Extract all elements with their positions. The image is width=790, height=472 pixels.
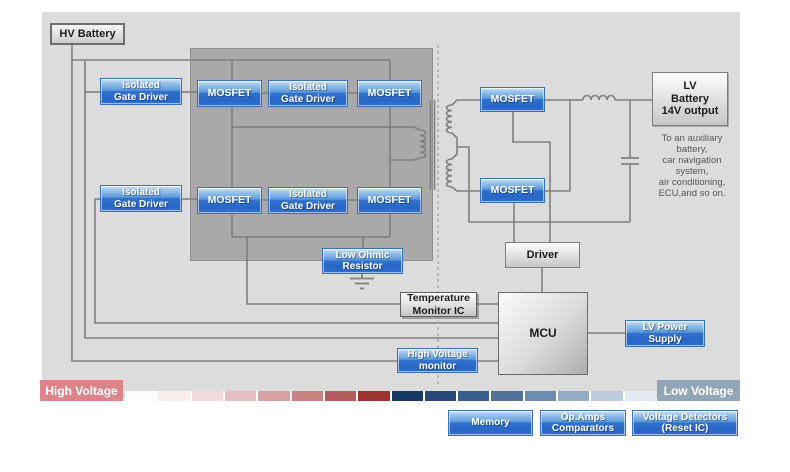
tmic-label-2: Monitor IC [412, 304, 465, 317]
lv-battery-label-3: 14V output [661, 105, 719, 118]
high-voltage-label: High Voltage [40, 380, 123, 401]
isolated-gate-driver-button-2[interactable]: Isolated Gate Driver [100, 185, 182, 212]
isolated-gate-driver-button-3[interactable]: Isolated Gate Driver [268, 80, 348, 107]
driver-label: Driver [526, 248, 559, 261]
mosfet-button-6[interactable]: MOSFET [480, 178, 545, 203]
voltage-scale-segment [424, 391, 457, 401]
mosfet-button-3[interactable]: MOSFET [197, 187, 262, 214]
mosfet-button-2[interactable]: MOSFET [357, 80, 422, 107]
mcu-label: MCU [529, 325, 557, 340]
lv-battery-box: LV Battery 14V output [652, 72, 728, 126]
isolated-gate-driver-button-1[interactable]: Isolated Gate Driver [100, 78, 182, 105]
voltage-scale-segment [158, 391, 190, 401]
voltage-scale-segment [224, 391, 257, 401]
voltage-scale-segment [558, 391, 590, 401]
voltage-scale-segment [358, 391, 390, 401]
low-ohmic-resistor-button[interactable]: Low Ohmic Resistor [322, 248, 403, 274]
high-voltage-monitor-button[interactable]: High Voltage monitor [397, 348, 478, 373]
mosfet-button-5[interactable]: MOSFET [480, 87, 545, 112]
igd-label-1: Isolated [122, 80, 160, 92]
low-voltage-label: Low Voltage [657, 380, 740, 401]
voltage-scale-segment [458, 391, 490, 401]
lv-power-supply-button[interactable]: LV Power Supply [625, 320, 705, 347]
hv-battery-box: HV Battery [50, 23, 125, 45]
hv-battery-label: HV Battery [59, 27, 116, 40]
lv-battery-label-1: LV [683, 80, 697, 93]
memory-button[interactable]: Memory [448, 410, 533, 436]
mosfet-button-4[interactable]: MOSFET [357, 187, 422, 214]
voltage-scale-segment [125, 391, 157, 401]
temperature-monitor-ic-box: Temperature Monitor IC [400, 292, 477, 317]
voltage-scale-segment [258, 391, 290, 401]
isolated-gate-driver-button-4[interactable]: Isolated Gate Driver [268, 187, 348, 214]
voltage-scale-segment [291, 391, 323, 401]
voltage-scale-red [125, 391, 390, 401]
lv-battery-label-2: Battery [671, 92, 709, 105]
voltage-scale-segment [324, 391, 357, 401]
voltage-scale-segment [624, 391, 656, 401]
mcu-box: MCU [498, 292, 588, 375]
voltage-scale-bar [125, 391, 656, 401]
auxiliary-loads-note: To an auxiliary battery, car navigation … [658, 133, 726, 199]
voltage-scale-segment [591, 391, 623, 401]
driver-box: Driver [505, 242, 580, 268]
igd-label-2: Gate Driver [114, 91, 168, 103]
voltage-scale-segment [524, 391, 557, 401]
tmic-label-1: Temperature [407, 292, 470, 305]
voltage-detectors-button[interactable]: Voltage Detectors (Reset IC) [632, 410, 738, 436]
voltage-scale-blue [391, 391, 656, 401]
voltage-scale-segment [191, 391, 223, 401]
voltage-scale-segment [391, 391, 423, 401]
mosfet-button-1[interactable]: MOSFET [197, 80, 262, 107]
op-amps-comparators-button[interactable]: Op.Amps Comparators [540, 410, 626, 436]
voltage-scale-segment [491, 391, 523, 401]
